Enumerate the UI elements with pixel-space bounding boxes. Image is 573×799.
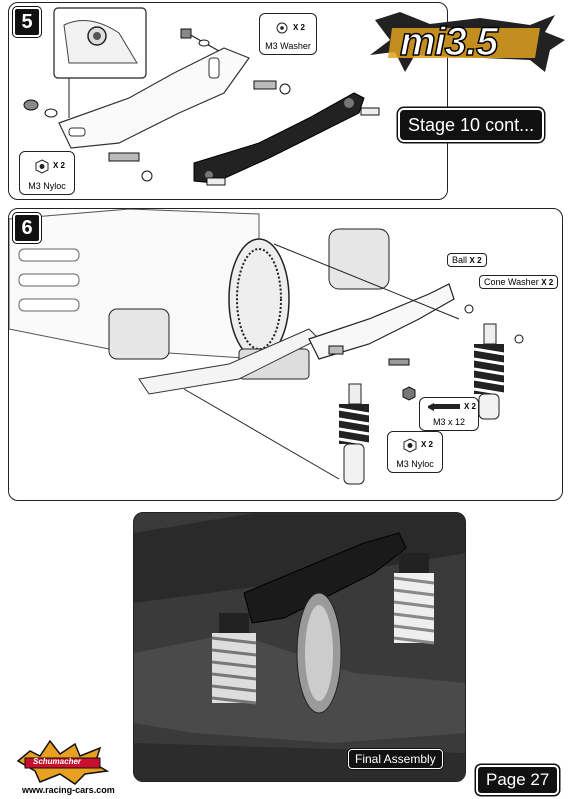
step6-number: 6 (13, 213, 41, 243)
step5-number: 5 (13, 7, 41, 37)
washer-icon (276, 22, 288, 34)
final-assembly-caption: Final Assembly (348, 749, 443, 769)
step6-panel: 6 Ball X 2 Cone Washer X 2 X 2 M3 x 12 X… (8, 208, 563, 501)
final-assembly-image (134, 513, 465, 781)
m3x12-qty: X 2 (464, 402, 477, 411)
step5-illustration (23, 7, 380, 186)
ball-label: Ball X 2 (447, 253, 487, 267)
m3-nyloc-qty-6: X 2 (421, 440, 434, 449)
step6-illustration (9, 209, 524, 485)
mi35-logo-text: mi3.5 (399, 19, 499, 65)
shock-right (473, 323, 505, 420)
m3-washer-callout: X 2 M3 Washer (259, 13, 317, 55)
mi35-logo: mi3.5 (370, 10, 565, 75)
ball-name: Ball (452, 255, 468, 265)
schumacher-logo-graphic (16, 739, 110, 785)
ball-qty: X 2 (469, 256, 482, 265)
m3-washer-qty: X 2 (293, 23, 306, 32)
m3x12-label: M3 x 12 (432, 417, 465, 427)
m3-nyloc-callout-6: X 2 M3 Nyloc (387, 431, 443, 473)
m3-nyloc-callout-5: X 2 M3 Nyloc (19, 151, 75, 195)
schumacher-logo-text: Schumacher (33, 757, 82, 766)
nyloc-nut-icon (35, 159, 49, 174)
mi35-logo-graphic (370, 12, 565, 72)
stage-title: Stage 10 cont... (398, 108, 545, 142)
cone-washer-qty: X 2 (541, 278, 554, 287)
step5-panel: 5 X 2 M3 Washer X 2 M3 Nyloc (8, 2, 448, 200)
m3-nyloc-label-6: M3 Nyloc (396, 459, 434, 469)
shock-left (338, 383, 370, 485)
m3-washer-label: M3 Washer (265, 41, 311, 51)
cone-washer-name: Cone Washer (484, 277, 539, 287)
m3x12-screw-callout: X 2 M3 x 12 (419, 397, 479, 431)
schumacher-logo: Schumacher (15, 736, 110, 786)
screw-icon (428, 403, 460, 411)
m3-nyloc-qty-5: X 2 (53, 161, 66, 170)
website-url: www.racing-cars.com (22, 785, 115, 795)
final-assembly-photo: Final Assembly (133, 512, 466, 782)
cone-washer-label: Cone Washer X 2 (479, 275, 559, 289)
m3-nyloc-label-5: M3 Nyloc (28, 181, 66, 191)
nyloc-nut-icon-6 (403, 438, 417, 453)
page-number: Page 27 (476, 765, 560, 795)
